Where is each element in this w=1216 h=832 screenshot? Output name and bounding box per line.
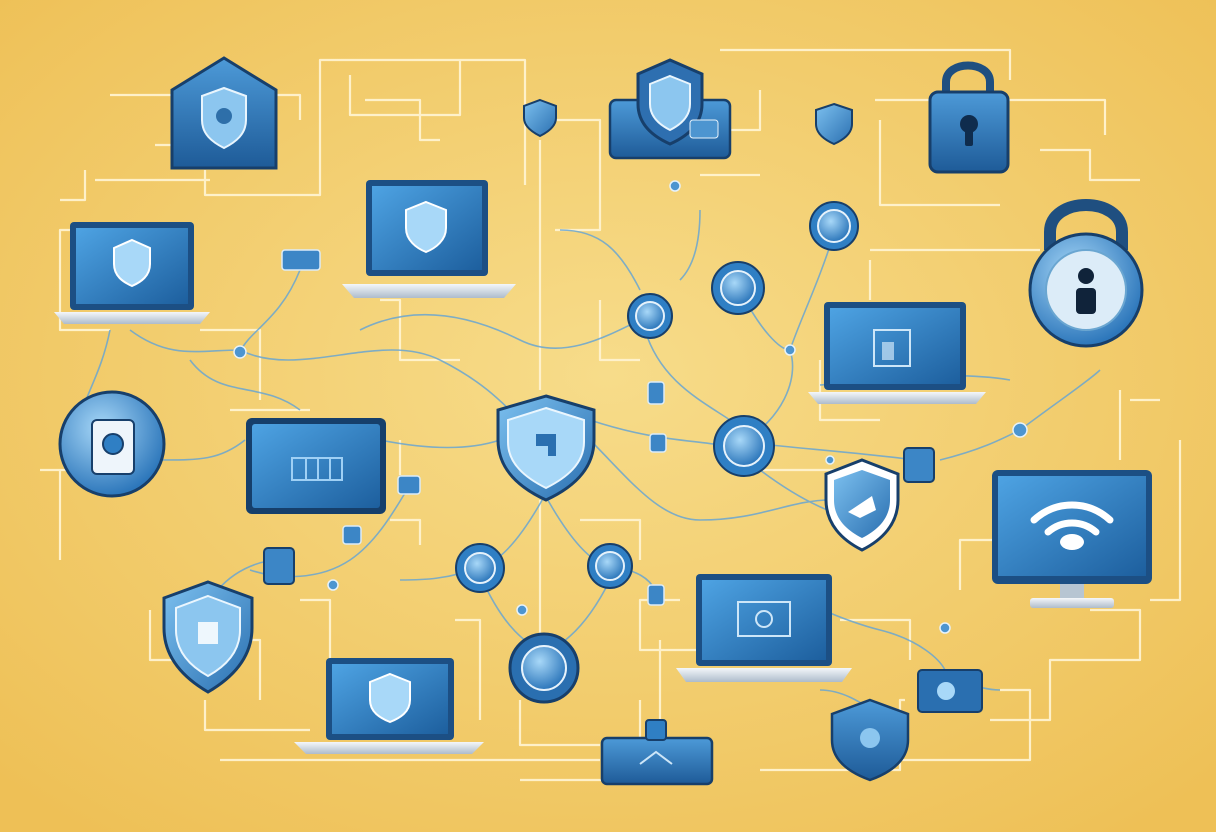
- laptop-shield-icon: [54, 222, 210, 324]
- shield-icon: [824, 458, 900, 552]
- node-dot: [1012, 422, 1028, 438]
- chip: [647, 381, 665, 405]
- hub-icon: [508, 632, 580, 704]
- chip: [647, 584, 665, 606]
- chip: [649, 433, 667, 453]
- laptop-icon: [676, 574, 852, 682]
- tablet-icon: [263, 547, 295, 585]
- lock-icon: [928, 61, 1010, 174]
- gear-node-icon: [809, 201, 859, 251]
- gear-node-icon: [627, 293, 673, 339]
- node-dot: [669, 180, 681, 192]
- network-nodes: [233, 180, 1028, 634]
- laptop-shield-icon: [342, 180, 516, 298]
- server-icon: [600, 719, 714, 786]
- camera-icon: [917, 669, 983, 713]
- circuit-wires: [40, 48, 1182, 782]
- gear-node-icon: [713, 415, 775, 477]
- shield-icon: [830, 698, 910, 782]
- laptop-shield-icon: [294, 658, 484, 754]
- camera-icon: [58, 390, 166, 498]
- node-dot: [825, 455, 835, 465]
- chip-nodes: [281, 249, 667, 606]
- chip: [342, 525, 362, 545]
- gear-node-icon: [455, 543, 505, 593]
- gear-node-icon: [711, 261, 765, 315]
- tablet-icon: [903, 447, 935, 483]
- node-dot: [784, 344, 796, 356]
- monitor-icon: [246, 418, 386, 514]
- router-shield-icon: [608, 58, 732, 160]
- node-dot: [939, 622, 951, 634]
- shield-icon: [496, 394, 596, 502]
- house-shield-icon: [170, 56, 278, 170]
- node-dot: [516, 604, 528, 616]
- wifi-monitor-icon: [992, 470, 1152, 608]
- chip: [397, 475, 421, 495]
- chip: [281, 249, 321, 271]
- shield-badge-icon: [523, 98, 557, 138]
- shield-badge-icon: [815, 102, 853, 146]
- laptop-icon: [808, 302, 986, 404]
- padlock-user-icon: [1028, 199, 1144, 348]
- node-dot: [327, 579, 339, 591]
- gear-node-icon: [587, 543, 633, 589]
- shield-icon: [162, 580, 254, 694]
- node-dot: [233, 345, 247, 359]
